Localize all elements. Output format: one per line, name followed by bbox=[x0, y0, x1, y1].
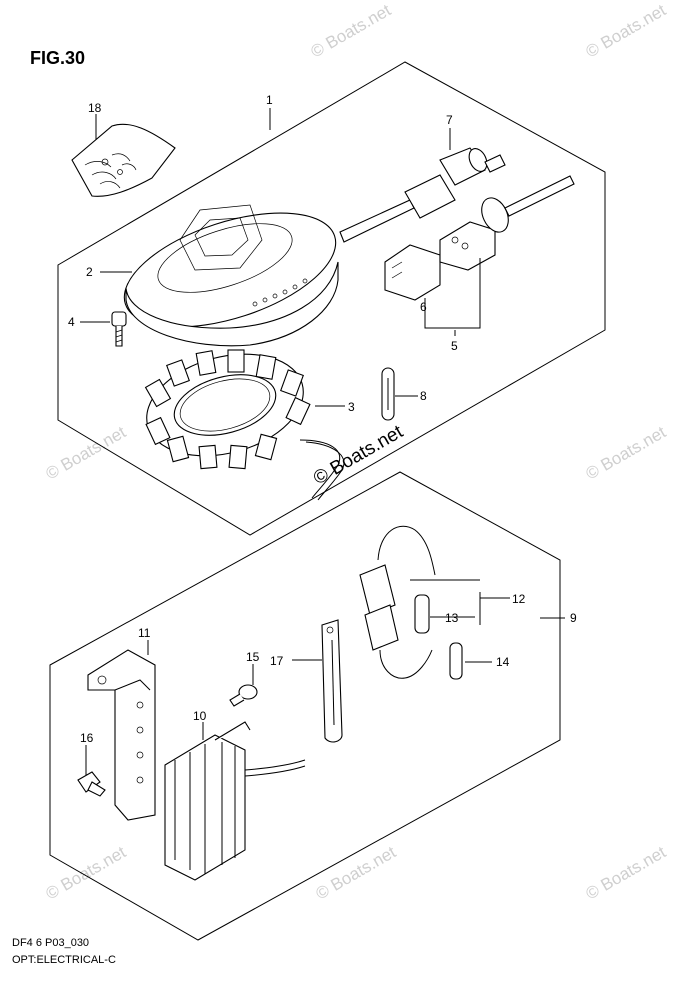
lower-group-outline bbox=[49, 471, 561, 941]
watermark-mid-left: © Boats.net bbox=[43, 422, 130, 483]
watermark-bottom-center: © Boats.net bbox=[313, 842, 400, 903]
callout-15: 15 bbox=[246, 650, 260, 664]
leader-lines bbox=[80, 108, 565, 775]
part-12-fuse-holder bbox=[359, 525, 436, 679]
callout-13: 13 bbox=[445, 611, 459, 625]
part-16-pin bbox=[77, 771, 106, 797]
part-10-rectifier bbox=[164, 721, 306, 881]
part-14-fuse bbox=[449, 642, 463, 680]
part-7-connector bbox=[339, 147, 506, 243]
callout-labels: 1 2 3 4 5 6 7 8 9 10 11 12 13 14 15 16 1… bbox=[68, 93, 577, 745]
part-6-connector-housing bbox=[384, 244, 441, 301]
part-5-connector-plug bbox=[439, 175, 575, 271]
part-2-flywheel bbox=[123, 204, 339, 347]
watermark-bottom-right: © Boats.net bbox=[583, 842, 670, 903]
callout-3: 3 bbox=[348, 400, 355, 414]
part-8-clamp bbox=[381, 367, 395, 421]
callout-9: 9 bbox=[570, 611, 577, 625]
watermark-top-right: © Boats.net bbox=[583, 0, 670, 61]
callout-14: 14 bbox=[496, 655, 510, 669]
callout-17: 17 bbox=[270, 654, 284, 668]
callout-11: 11 bbox=[138, 626, 151, 640]
callout-16: 16 bbox=[80, 731, 94, 745]
part-11-bracket bbox=[87, 649, 156, 821]
callout-12: 12 bbox=[512, 592, 526, 606]
callout-2: 2 bbox=[86, 265, 93, 279]
part-3-stator bbox=[144, 349, 345, 501]
figure-title: FIG.30 bbox=[30, 48, 85, 68]
callout-1: 1 bbox=[266, 93, 273, 107]
footer-model-code: DF4 6 P03_030 bbox=[12, 937, 89, 949]
callout-8: 8 bbox=[420, 389, 427, 403]
part-17-cable-tie bbox=[321, 619, 343, 743]
part-4-bolt bbox=[111, 311, 127, 347]
callout-7: 7 bbox=[446, 113, 453, 127]
footer-section-name: OPT:ELECTRICAL-C bbox=[12, 954, 116, 966]
callout-10: 10 bbox=[193, 709, 207, 723]
part-15-screw bbox=[229, 684, 258, 707]
watermark-mid-right: © Boats.net bbox=[583, 422, 670, 483]
callout-6: 6 bbox=[420, 300, 427, 314]
callout-18: 18 bbox=[88, 101, 102, 115]
upper-group-outline bbox=[57, 61, 606, 536]
part-13-fuse bbox=[414, 594, 430, 634]
part-18-parts-bag bbox=[71, 123, 176, 197]
callout-4: 4 bbox=[68, 315, 75, 329]
watermark-bottom-left: © Boats.net bbox=[43, 842, 130, 903]
watermark-center: © Boats.net bbox=[310, 421, 407, 489]
watermark-top-center: © Boats.net bbox=[308, 0, 395, 61]
callout-5: 5 bbox=[451, 339, 458, 353]
